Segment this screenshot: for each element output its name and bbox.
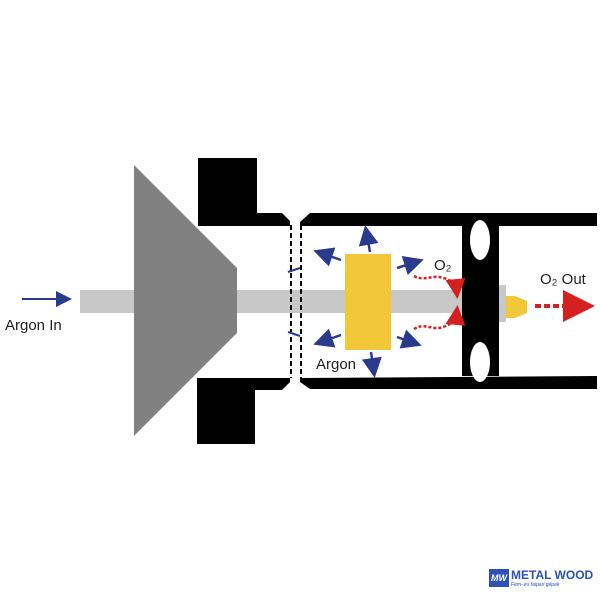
logo-mark: MW xyxy=(489,569,509,587)
argon-label: Argon xyxy=(316,356,357,373)
logo-subtitle: Fém- és faipari gépek xyxy=(511,582,560,588)
logo-title: METAL WOOD xyxy=(511,568,594,582)
tube-top-wall xyxy=(300,213,597,226)
tube-bottom-wall xyxy=(300,376,597,389)
cone-body xyxy=(134,165,237,436)
flange-bottom xyxy=(197,378,290,444)
piston xyxy=(462,220,499,382)
o2-label: O₂ xyxy=(434,257,452,274)
leak-mark xyxy=(287,331,301,337)
nozzle xyxy=(506,296,527,318)
oxygen-flow-arrows xyxy=(413,274,595,331)
argon-in-label: Argon In xyxy=(5,317,62,334)
argon-flow-arrows xyxy=(313,225,424,378)
metal-wood-logo: MW METAL WOOD Fém- és faipari gépek xyxy=(489,569,593,588)
collar xyxy=(499,285,506,322)
leak-mark xyxy=(287,267,301,273)
flange-top xyxy=(198,158,290,226)
o2-out-label: O₂ Out xyxy=(540,271,586,288)
yellow-block xyxy=(345,254,391,350)
